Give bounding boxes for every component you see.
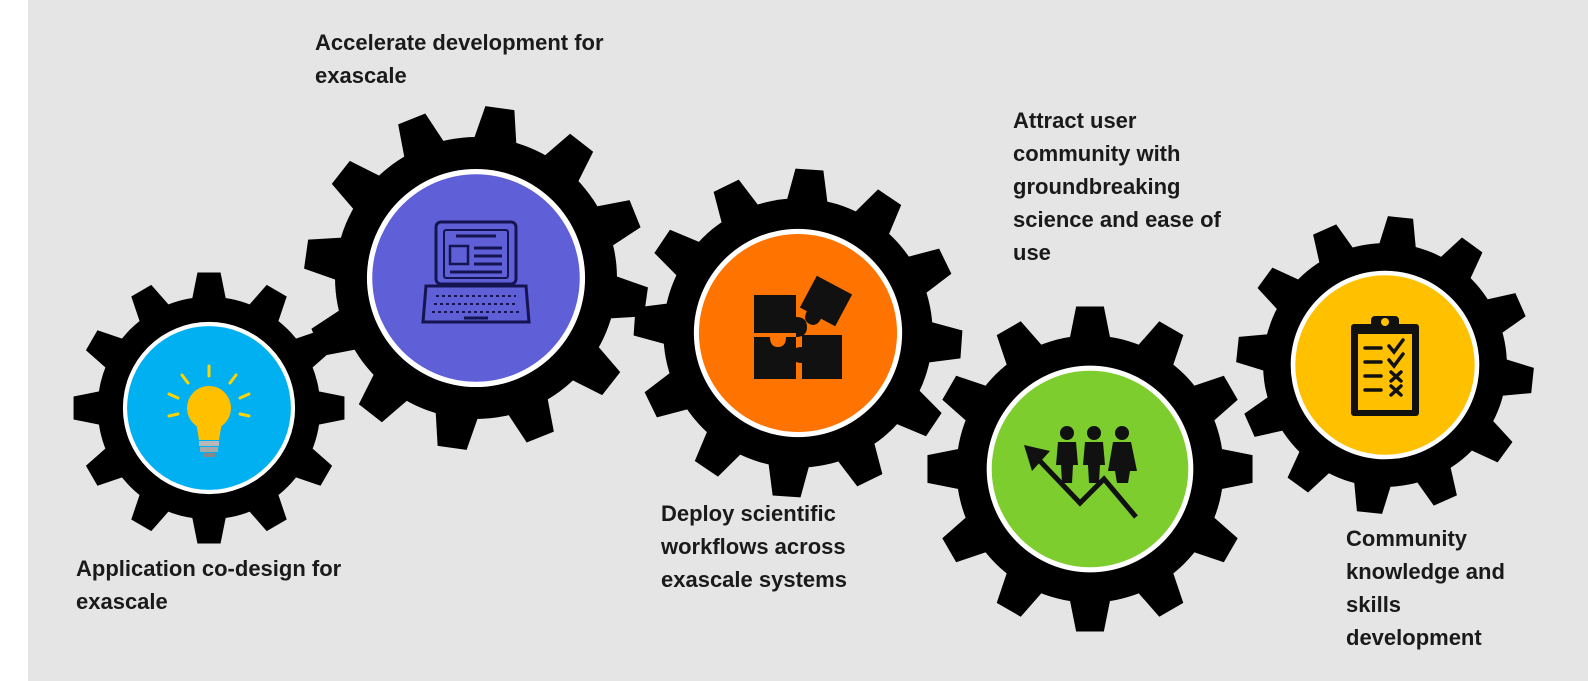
gear-label-application-co-design: Application co-design for exascale	[76, 556, 342, 614]
gear-label-community-knowledge: Community knowledge and skills developme…	[1346, 526, 1505, 650]
light-bulb-icon	[167, 364, 251, 457]
growth-people-icon	[1024, 426, 1138, 519]
puzzle-icon	[754, 275, 853, 379]
laptop-icon	[421, 220, 531, 324]
clipboard-checklist-icon	[1351, 316, 1419, 416]
gear-label-attract-user-community: Attract user community with groundbreaki…	[1013, 108, 1221, 265]
gear-label-deploy-workflows: Deploy scientific workflows across exasc…	[661, 501, 847, 592]
gear-label-accelerate-development: Accelerate development for exascale	[315, 30, 604, 88]
